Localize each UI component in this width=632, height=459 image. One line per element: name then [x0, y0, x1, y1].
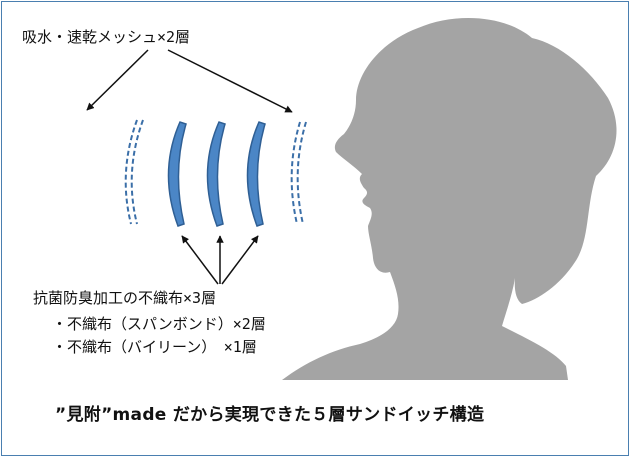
nonwoven-layer-2	[206, 121, 226, 227]
arrow-to-nonwoven-3	[221, 235, 259, 285]
arrow-to-nonwoven-1	[181, 235, 219, 285]
mesh-layer-left	[124, 119, 144, 225]
arrow-to-right-mesh	[167, 49, 293, 113]
arrow-to-left-mesh	[86, 49, 149, 111]
nonwoven-layer-1	[167, 121, 187, 227]
nonwoven-layer-label: 抗菌防臭加工の不織布×3層	[33, 289, 217, 307]
spunbond-item-label: ・不織布（スパンボンド）×2層	[52, 315, 266, 333]
nonwoven-layer-3	[246, 121, 266, 227]
woman-silhouette	[282, 17, 617, 380]
vilene-item-label: ・不織布（バイリーン） ×1層	[52, 338, 257, 356]
mesh-layer-right	[290, 121, 307, 225]
structure-caption: ”見附”made だから実現できた５層サンドイッチ構造	[55, 405, 485, 425]
mesh-layer-label: 吸水・速乾メッシュ×2層	[22, 28, 191, 46]
